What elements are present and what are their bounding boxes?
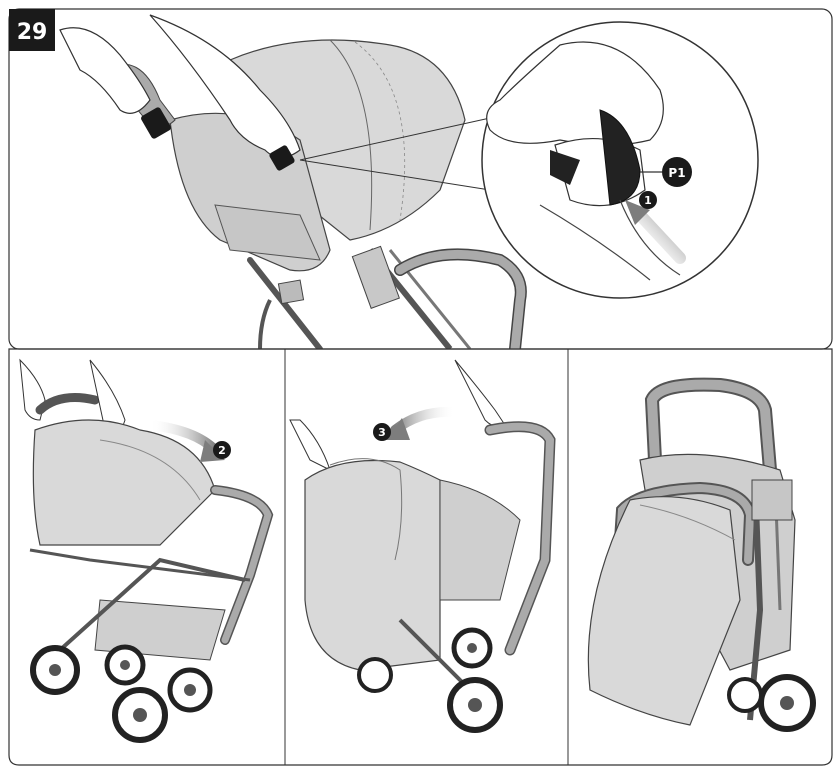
wheel bbox=[454, 630, 490, 666]
wheel bbox=[450, 680, 500, 730]
panel-folded-stroller bbox=[588, 385, 813, 729]
p1-label: P1 bbox=[668, 166, 685, 180]
top-panel: P1 1 bbox=[9, 9, 832, 349]
svg-text:2: 2 bbox=[218, 444, 226, 457]
step-number-badge: 29 bbox=[9, 9, 55, 51]
svg-text:3: 3 bbox=[378, 426, 386, 439]
wheel bbox=[115, 690, 165, 740]
panel-fold-step-3: 3 bbox=[290, 360, 550, 730]
step-number: 29 bbox=[17, 20, 48, 45]
wheel bbox=[729, 679, 761, 711]
wheel bbox=[359, 659, 391, 691]
svg-text:1: 1 bbox=[644, 194, 652, 207]
wheel bbox=[33, 648, 77, 692]
wheel bbox=[761, 677, 813, 729]
wheel bbox=[107, 647, 143, 683]
wheel bbox=[170, 670, 210, 710]
panel-fold-step-2: 2 bbox=[20, 360, 268, 740]
